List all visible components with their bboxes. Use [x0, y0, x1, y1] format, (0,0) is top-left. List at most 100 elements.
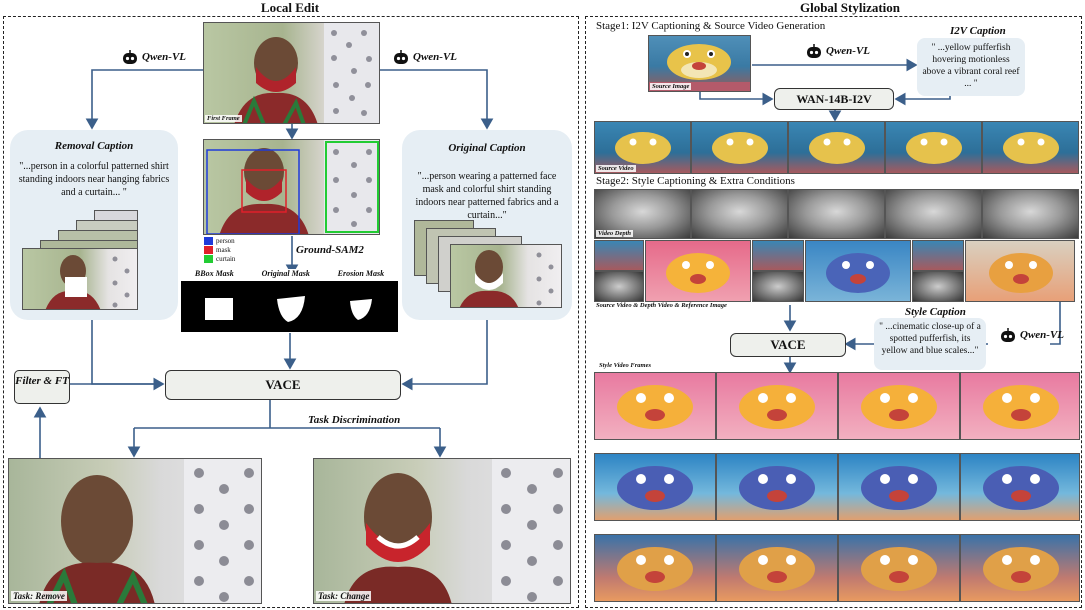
combo-depth-frame	[752, 271, 804, 302]
i2v-caption-title: I2V Caption	[950, 25, 1006, 37]
local-edit-title: Local Edit	[260, 0, 320, 15]
removal-caption-title: Removal Caption	[54, 140, 134, 152]
segmentation-legend: person mask curtain	[204, 236, 235, 263]
original-caption-title: Original Caption	[448, 142, 526, 154]
source-video-frame	[691, 121, 788, 174]
style-frame	[960, 372, 1080, 440]
vace-box-local: VACE	[165, 370, 401, 400]
combo-depth-frame	[912, 271, 964, 302]
style-frame	[594, 453, 716, 521]
combo-row: Source Video & Depth Video & Reference I…	[594, 240, 1080, 309]
style-frames-label: Style Video Frames	[597, 362, 653, 369]
combo-source-frame	[752, 240, 804, 271]
legend-swatch	[204, 245, 213, 254]
depth-frame	[691, 189, 788, 239]
source-video-frame	[788, 121, 885, 174]
local-edit-arrows	[33, 69, 494, 460]
removal-caption-box: Removal Caption "...person in a colorful…	[10, 130, 178, 320]
source-image-label: Source Image	[650, 83, 692, 90]
qwen-vl-label-left: Qwen-VL	[142, 51, 186, 63]
style-frame	[716, 372, 838, 440]
combo-depth-frame	[594, 271, 644, 302]
style-row-spotted	[594, 534, 1080, 602]
original-caption-text: "...person wearing a patterned face mask…	[415, 171, 559, 221]
task-change-image: Task: Change	[313, 458, 571, 604]
robot-icon	[807, 44, 821, 58]
style-frame	[838, 372, 960, 440]
source-video-frame	[982, 121, 1079, 174]
task-discrimination-label: Task Discrimination	[308, 414, 401, 426]
erosion-mask	[350, 299, 372, 320]
style-frame	[838, 453, 960, 521]
robot-icon	[394, 50, 408, 64]
erosion-mask-label: Erosion Mask	[337, 269, 385, 278]
i2v-caption-box: " ...yellow pufferfish hovering motionle…	[917, 38, 1025, 96]
legend-label: person	[216, 236, 235, 245]
detection-image	[203, 139, 380, 235]
bbox-mask-label: BBox Mask	[194, 269, 234, 278]
style-caption-title: Style Caption	[905, 306, 966, 318]
legend-swatch	[204, 254, 213, 263]
legend-label: mask	[216, 245, 231, 254]
stage1-label: Stage1: I2V Captioning & Source Video Ge…	[596, 20, 826, 32]
style-frame	[960, 453, 1080, 521]
style-frame	[838, 534, 960, 602]
depth-frame	[982, 189, 1079, 239]
source-video-frame	[885, 121, 982, 174]
legend-item-mask: mask	[204, 245, 235, 254]
legend-item-person: person	[204, 236, 235, 245]
qwen-vl-label-right: Qwen-VL	[413, 51, 457, 63]
first-frame-label: First Frame	[205, 115, 242, 122]
global-stylization-title: Global Stylization	[799, 0, 901, 15]
global-stylization-panel	[585, 16, 1082, 608]
combo-source-frame	[594, 240, 644, 271]
depth-frame: Video Depth	[594, 189, 691, 239]
combo-label: Source Video & Depth Video & Reference I…	[594, 302, 729, 309]
task-change-label: Task: Change	[316, 591, 372, 601]
mask-labels-bar: BBox Mask Original Mask Erosion Mask	[181, 269, 398, 281]
legend-item-curtain: curtain	[204, 254, 235, 263]
reference-image	[965, 240, 1075, 302]
style-caption-text: " ...cinematic close-up of a spotted puf…	[879, 322, 981, 356]
style-row-blue	[594, 453, 1080, 521]
removal-caption-text: "...person in a colorful patterned shirt…	[18, 161, 170, 198]
video-depth-label: Video Depth	[596, 230, 634, 237]
filter-ft-label: Filter & FT	[15, 375, 69, 387]
qwen-vl-label-top: Qwen-VL	[826, 45, 870, 57]
qwen-vl-label-bottom: Qwen-VL	[1020, 329, 1064, 341]
reference-image	[805, 240, 911, 302]
stage2-label: Stage2: Style Captioning & Extra Conditi…	[596, 175, 795, 187]
legend-label: curtain	[216, 254, 236, 263]
local-edit-panel	[3, 16, 579, 608]
style-row-yellow	[594, 372, 1080, 440]
source-video-label: Source Video	[596, 165, 636, 172]
removal-frame-front	[22, 248, 138, 310]
style-frame	[960, 534, 1080, 602]
source-video-row: Source Video	[594, 121, 1080, 174]
wan-model-box: WAN-14B-I2V	[774, 88, 894, 110]
style-caption-box: " ...cinematic close-up of a spotted puf…	[874, 318, 986, 370]
combo-source-frame	[912, 240, 964, 271]
original-frame-front	[450, 244, 562, 308]
task-remove-image: Task: Remove	[8, 458, 262, 604]
source-image: Source Image	[648, 35, 751, 92]
robot-icon	[123, 50, 137, 64]
task-remove-label: Task: Remove	[11, 591, 67, 601]
legend-swatch	[204, 236, 213, 245]
depth-frame	[885, 189, 982, 239]
ground-sam2-label: Ground-SAM2	[296, 244, 364, 256]
filter-ft-box: Filter & FT	[14, 370, 70, 404]
bbox-mask	[205, 298, 233, 320]
style-frame	[594, 372, 716, 440]
i2v-caption-text: " ...yellow pufferfish hovering motionle…	[922, 43, 1020, 89]
vace-box-global: VACE	[730, 333, 846, 357]
mask-strip: BBox Mask Original Mask Erosion Mask	[181, 269, 398, 332]
depth-frame	[788, 189, 885, 239]
first-frame-image: First Frame	[203, 22, 380, 124]
style-frame	[716, 534, 838, 602]
robot-icon	[1001, 328, 1015, 342]
reference-image	[645, 240, 751, 302]
original-caption-box: Original Caption "...person wearing a pa…	[402, 130, 572, 320]
video-depth-row: Video Depth	[594, 189, 1080, 239]
source-video-frame: Source Video	[594, 121, 691, 174]
